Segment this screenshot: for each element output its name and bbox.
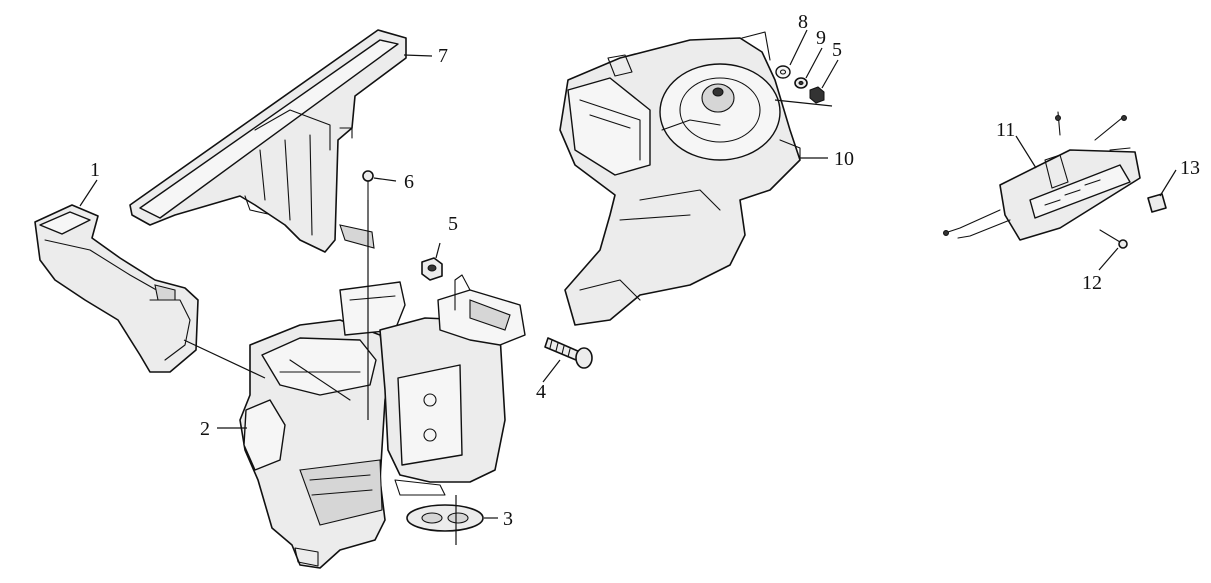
panel-bulb — [1147, 193, 1167, 213]
callout-2: 2 — [200, 418, 210, 440]
hvac-housing — [239, 281, 406, 569]
callout-10: 10 — [834, 148, 854, 170]
callout-6: 6 — [404, 171, 414, 193]
evaporator-housing — [379, 274, 526, 496]
callout-3: 3 — [503, 508, 513, 530]
washer-9 — [794, 77, 808, 89]
callout-5-left: 5 — [448, 213, 458, 235]
side-duct — [34, 204, 199, 373]
callout-8: 8 — [798, 11, 808, 33]
callout-numbers: 1 2 3 4 5 6 7 8 9 5 10 11 12 13 — [90, 11, 1200, 530]
callout-1: 1 — [90, 159, 100, 181]
callout-9: 9 — [816, 27, 826, 49]
leader-lines — [79, 29, 1177, 545]
nut-left — [421, 257, 443, 281]
callout-13: 13 — [1180, 157, 1200, 179]
defroster-duct — [129, 29, 407, 253]
callout-4: 4 — [536, 381, 546, 403]
nut-right — [809, 86, 825, 104]
climate-control-panel — [943, 111, 1141, 241]
drain-grommet — [406, 504, 484, 532]
panel-screw — [1099, 229, 1128, 249]
washer-8 — [775, 65, 791, 79]
callout-12: 12 — [1082, 272, 1102, 294]
blower-assembly — [559, 31, 801, 326]
callout-11: 11 — [996, 119, 1015, 141]
bolt — [544, 337, 593, 369]
screw — [362, 170, 374, 201]
callout-5-right: 5 — [832, 39, 842, 61]
callout-7: 7 — [438, 45, 448, 67]
